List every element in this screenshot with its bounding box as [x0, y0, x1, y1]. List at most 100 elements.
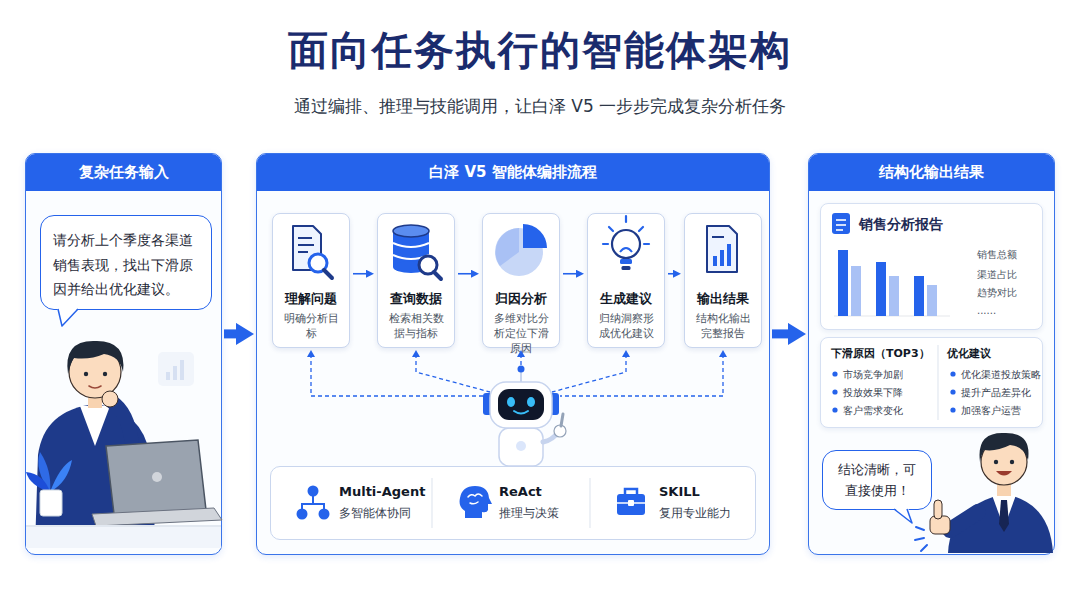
column-heading: 下滑原因（TOP3）	[831, 346, 941, 361]
multi-agent-icon	[308, 486, 319, 497]
panel-header: 白泽 V5 智能体编排流程	[257, 154, 769, 191]
bullet-dot	[832, 371, 837, 376]
document-search-icon	[293, 226, 332, 278]
panel-header: 复杂任务输入	[26, 154, 221, 191]
lightbulb-icon	[603, 243, 608, 245]
person-illustration	[67, 341, 123, 374]
bar-chart	[834, 315, 950, 316]
reasoning-icon	[468, 494, 482, 504]
robot-illustration	[550, 393, 559, 415]
step-description: 结构化输出完整报告	[691, 311, 755, 341]
bubble-tail	[57, 307, 912, 523]
robot-illustration	[561, 414, 563, 426]
column-heading: 优化建议	[947, 346, 1037, 361]
person-illustration	[992, 495, 1016, 528]
dashed-link-head	[719, 350, 727, 357]
feedback-text: 结论清晰，可直接使用！	[837, 460, 917, 502]
person-illustration	[88, 392, 102, 408]
report-icon	[836, 219, 846, 221]
person-illustration	[934, 500, 942, 519]
bullet-dot	[950, 407, 955, 412]
person-illustration	[26, 472, 50, 492]
database-search-icon	[434, 272, 441, 279]
report-icon	[836, 224, 846, 226]
step-title: 查询数据	[378, 290, 454, 308]
list-item: 客户需求变化	[843, 404, 939, 418]
robot-illustration	[554, 425, 566, 437]
dashed-link	[416, 354, 490, 392]
bar-chart	[914, 276, 924, 316]
bullet-dot	[832, 407, 837, 412]
person-illustration	[103, 372, 107, 376]
lightbulb-icon	[609, 227, 613, 231]
lightbulb-icon	[639, 227, 643, 231]
step-description: 明确分析目标	[279, 311, 343, 341]
process-step: 归因分析多维对比分析定位下滑原因	[482, 213, 560, 348]
skill-toolbox-icon	[625, 489, 637, 494]
skill-toolbox-icon	[617, 494, 645, 515]
lightbulb-icon	[625, 216, 627, 222]
step-arrow	[458, 273, 471, 275]
document-search-icon	[293, 226, 321, 270]
person-illustration	[158, 352, 194, 386]
skill-toolbox-icon	[617, 489, 645, 515]
document-search-icon	[309, 254, 327, 272]
robot-illustration	[516, 441, 526, 451]
step-title: 生成建议	[588, 290, 664, 308]
person-illustration	[948, 494, 1053, 553]
person-illustration	[92, 508, 222, 526]
divider-line	[589, 478, 590, 528]
document-search-icon	[298, 244, 314, 246]
person-illustration	[35, 404, 156, 548]
divider-line	[431, 478, 432, 528]
list-item: 市场竞争加剧	[843, 368, 939, 382]
robot-illustration	[490, 382, 552, 428]
person-illustration	[980, 433, 1029, 462]
diagram-title: 面向任务执行的智能体架构	[0, 22, 1080, 78]
bar-chart	[927, 285, 937, 316]
person-illustration	[40, 490, 62, 516]
bar-chart	[889, 276, 899, 316]
lightbulb-icon	[620, 259, 632, 264]
person-illustration	[26, 526, 221, 548]
findings-card: 下滑原因（TOP3）市场竞争加剧投放效果下降客户需求变化优化建议优化渠道投放策略…	[820, 337, 1043, 428]
bullet-dot	[950, 371, 955, 376]
divider-line	[937, 345, 938, 420]
pie-chart-icon	[495, 224, 547, 276]
multi-agent-icon	[297, 486, 330, 520]
process-step: 生成建议归纳洞察形成优化建议	[587, 213, 665, 348]
dashed-link	[520, 354, 521, 366]
bullet-dot	[832, 389, 837, 394]
database-search-icon	[393, 231, 429, 267]
lightbulb-icon	[620, 248, 632, 252]
robot-illustration	[498, 389, 544, 420]
subtitle: 通过编排、推理与技能调用，让白泽 V5 一步步完成复杂分析任务	[0, 95, 1080, 119]
report-item: 销售总额	[977, 248, 1041, 262]
dashed-link	[311, 354, 723, 396]
capability-name: Multi-Agent	[339, 483, 439, 501]
list-item: 优化渠道投放策略	[961, 368, 1043, 382]
report-card: 销售分析报告销售总额渠道占比趋势对比......	[820, 203, 1043, 330]
panel-header: 结构化输出结果	[809, 154, 1054, 191]
dashed-link-head	[412, 350, 420, 357]
document-search-icon	[298, 251, 308, 253]
bar-chart	[834, 250, 950, 316]
person-illustration	[50, 460, 72, 492]
report-chart-icon	[727, 244, 731, 266]
capability-bar: Multi-Agent多智能体协同ReAct推理与决策SKILL复用专业能力	[270, 466, 756, 540]
bubble-tail	[58, 309, 78, 326]
reasoning-icon	[460, 486, 492, 518]
person-illustration	[950, 512, 978, 530]
dashed-link	[552, 354, 626, 392]
multi-agent-icon	[302, 496, 324, 509]
input-panel: 复杂任务输入请分析上个季度各渠道销售表现，找出下滑原因并给出优化建议。	[25, 153, 222, 555]
robot-illustration	[543, 432, 558, 442]
flow-arrow	[224, 329, 236, 338]
dashed-link-head	[622, 350, 630, 357]
multi-agent-icon	[297, 509, 308, 520]
person-illustration	[106, 440, 206, 514]
person-illustration	[915, 433, 1053, 553]
database-search-icon	[393, 225, 441, 279]
person-illustration	[180, 360, 184, 380]
capability-name: SKILL	[659, 483, 759, 501]
